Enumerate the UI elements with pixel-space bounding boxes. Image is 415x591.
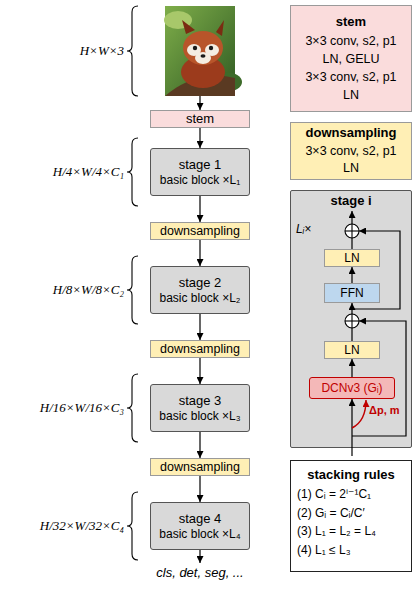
box-title: FFN [340,286,363,300]
panda-eye [193,46,197,50]
stem-detail-box: stem3×3 conv, s2, p1LN, GELU3×3 conv, s2… [290,5,412,112]
flow-arrow [351,267,352,283]
box-title: stage 1 [179,157,222,173]
branch [165,76,235,96]
flow-arrow [199,128,200,148]
box-text: basic block ×L₄ [159,527,240,541]
box-text: 3×3 conv, s2, p1 [305,68,396,86]
flow-arrow [199,240,200,266]
box-title: downsampling [160,460,240,475]
flow-arrow [199,476,200,502]
box-title: stacking rules [307,465,394,485]
brace [127,6,138,96]
stage-box: stage 3basic block ×L₃ [150,384,250,432]
dimension-label: H/8×W/8×C₂ [2,282,124,298]
box-title: LN [344,343,359,357]
output-arrow [351,211,352,224]
downsampling-box: downsampling [150,340,250,358]
flow-arrow [351,359,352,377]
downsampling-detail-box: downsampling3×3 conv, s2, p1LN [290,122,412,180]
stage-box: stage 2basic block ×L₂ [150,266,250,314]
dimension-label: H/32×W/32×C₄ [2,518,124,534]
panda-nose [201,54,206,58]
box-text: (2) Gᵢ = Cᵢ/C′ [297,504,365,523]
box-text: basic block ×L₁ [160,173,240,187]
foliage [210,72,242,92]
panda-face-mark [187,44,201,56]
add-symbol [345,320,359,321]
foliage [164,11,192,29]
panda-eye [209,46,213,50]
box-title: stem [336,13,366,32]
add-symbol [345,230,359,231]
box-title: DCNv3 (Gᵢ) [321,381,382,395]
skip-connection [352,321,406,436]
offset-arrow [352,400,366,428]
red-panda-photo [164,6,242,96]
flow-arrow [199,358,200,384]
box-title: LN [344,251,359,265]
norm-box: LN [324,341,380,359]
box-text: 3×3 conv, s2, p1 [305,32,396,50]
box-title: stage 2 [179,275,222,291]
skip-connection [352,231,400,309]
box-text: LN [343,86,359,104]
dimension-label: H×W×3 [2,43,124,59]
flow-arrow [199,550,200,563]
box-title: stage i [291,193,411,209]
panda-head [183,31,223,65]
add-symbol [345,314,359,328]
flow-line [351,238,352,249]
flow-arrow [199,314,200,340]
stage-box: stage 1basic block ×L₁ [150,148,250,196]
dcnv3-box: DCNv3 (Gᵢ) [309,377,395,399]
flow-arrow [199,96,200,110]
box-text: basic block ×L₃ [159,409,240,423]
add-symbol [351,224,352,238]
brace [127,374,138,442]
box-text: (4) L₁ ≤ L₃ [297,541,351,560]
flow-arrow [199,432,200,458]
add-symbol [345,224,359,238]
input-arrow [351,399,352,456]
box-text: (1) Cᵢ = 2ⁱ⁻¹C₁ [297,485,371,504]
brace [127,138,138,206]
panda-ear [182,20,195,34]
stem-box: stem [150,110,250,128]
flow-arrow [351,303,352,341]
box-title: stage 4 [179,511,222,527]
box-text: basic block ×L₂ [159,291,240,305]
box-text: 3×3 conv, s2, p1 [305,143,396,161]
box-text: LN, GELU [323,50,380,68]
brace [127,256,138,324]
dimension-label: H/4×W/4×C₁ [2,164,124,180]
box-title: downsampling [160,342,240,357]
box-title: downsampling [160,224,240,239]
repeat-label: Lᵢ× [296,222,311,236]
brace [127,492,138,560]
box-title: stem [186,111,214,127]
rules-box: stacking rules(1) Cᵢ = 2ⁱ⁻¹C₁(2) Gᵢ = Cᵢ… [290,460,412,572]
flow-arrow [199,196,200,222]
panda-muzzle [195,52,211,64]
box-title: stage 3 [179,393,222,409]
add-symbol [351,314,352,328]
downsampling-box: downsampling [150,222,250,240]
downsampling-box: downsampling [150,458,250,476]
box-text: (3) L₁ = L₂ = L₄ [297,522,376,541]
ffn-box: FFN [324,283,380,303]
offset-label: Δp, m [369,404,400,416]
box-text: LN [343,160,359,178]
output-label: cls, det, seg, ... [150,565,250,580]
panda-body [181,56,225,88]
stage-box: stage 4basic block ×L₄ [150,502,250,550]
photo-background [165,6,235,96]
dimension-label: H/16×W/16×C₃ [2,400,124,416]
box-title: downsampling [306,124,397,142]
panda-face-mark [205,44,219,56]
panda-ear [216,20,224,36]
norm-box: LN [324,249,380,267]
